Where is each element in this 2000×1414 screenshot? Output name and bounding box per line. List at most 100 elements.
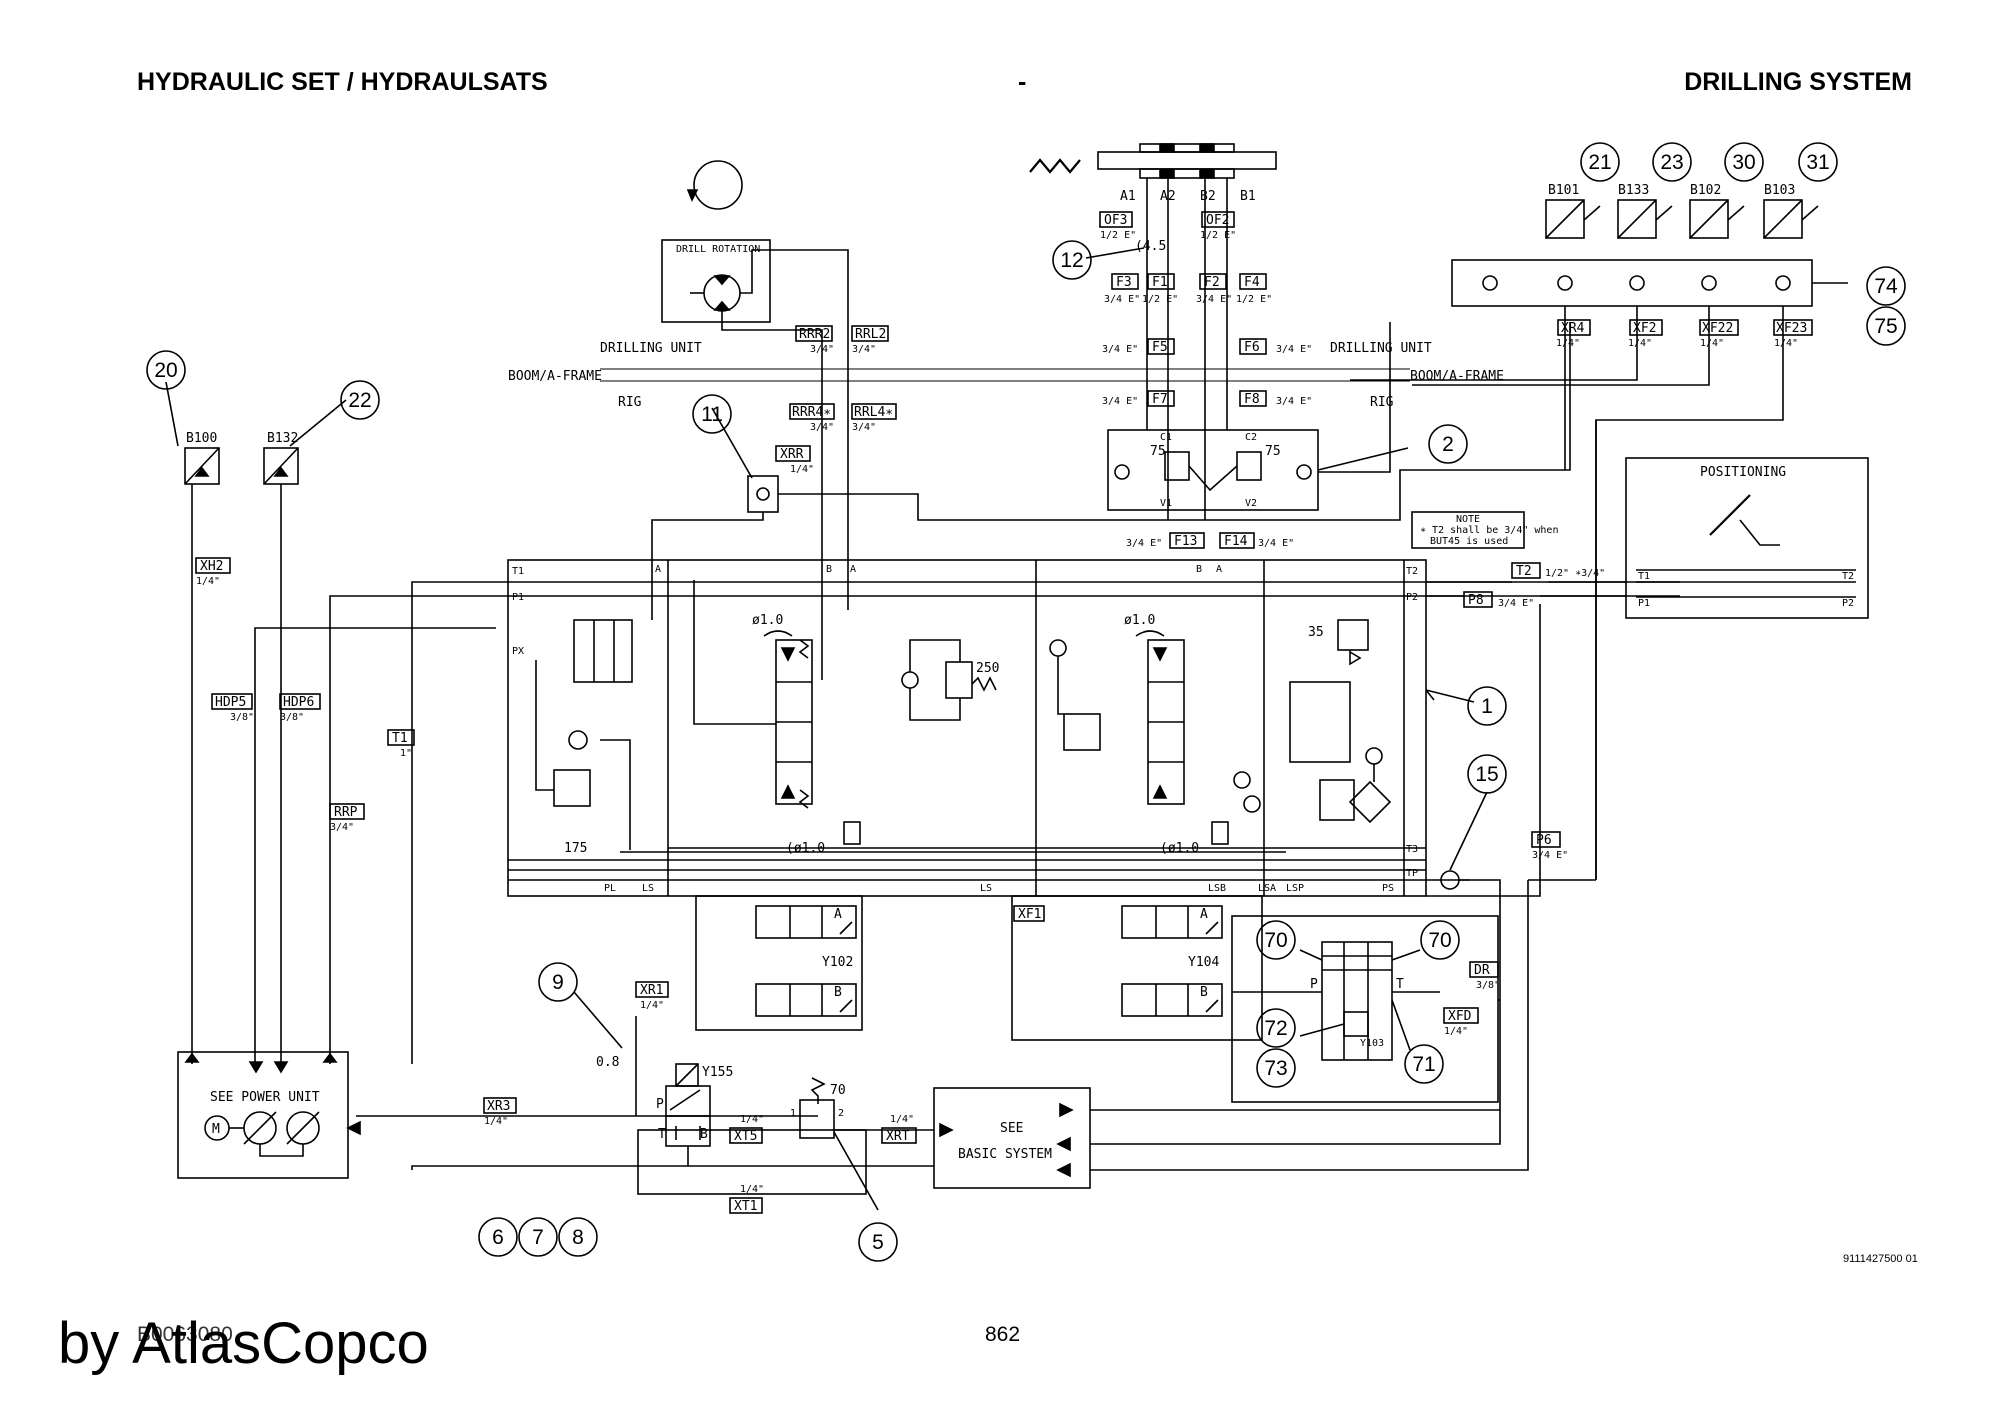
line-tag-box xyxy=(1463,591,1493,608)
line-tag-box xyxy=(1531,831,1561,848)
line-tag: HDP6 xyxy=(283,695,314,710)
note-line: BUT45 is used xyxy=(1430,536,1508,547)
solenoid-label: Y102 xyxy=(822,955,853,970)
port-label: P xyxy=(656,1097,664,1112)
line-size: 3/4 E" xyxy=(1258,538,1294,549)
line-size: 1/4" xyxy=(1628,338,1652,349)
line-tag: XFD xyxy=(1448,1009,1472,1024)
line-tag: XT1 xyxy=(734,1199,757,1214)
callout-circle xyxy=(1428,424,1468,464)
line-size: 3/4 E" xyxy=(1532,850,1568,861)
callout-number: 15 xyxy=(1475,763,1498,786)
callout-circle xyxy=(692,394,732,434)
relief-setting: 75 xyxy=(1150,444,1166,459)
zone-label-rig: RIG xyxy=(1370,395,1394,410)
callout-circle xyxy=(1724,142,1764,182)
line-size: 1/2" ∗3/4" xyxy=(1545,568,1605,579)
line-size: 3/8" xyxy=(280,712,304,723)
zigzag-icon xyxy=(1029,158,1081,174)
port-label: LSP xyxy=(1286,883,1304,894)
header-separator: - xyxy=(1018,68,1027,96)
port-label: 1 xyxy=(790,1108,796,1119)
callout-circle xyxy=(478,1217,518,1257)
line-tag: RRL4∗ xyxy=(854,405,893,420)
orifice-setting: 0.8 xyxy=(596,1055,619,1070)
positioning-label: POSITIONING xyxy=(1700,465,1786,480)
line-size: 1/2 E" xyxy=(1142,294,1178,305)
line-size: 1/4" xyxy=(1774,338,1798,349)
basic-system-label: SEE xyxy=(1000,1121,1023,1136)
line-size: 1/4" xyxy=(1700,338,1724,349)
line-tag-box xyxy=(881,1127,917,1144)
port-label: V2 xyxy=(1245,498,1257,509)
line-size: 3/4 E" xyxy=(1276,396,1312,407)
line-tag-box xyxy=(851,403,897,420)
line-tag: F1 xyxy=(1152,275,1168,290)
line-size: 3/4" xyxy=(852,422,876,433)
port-label: PX xyxy=(512,646,524,657)
line-tag-box xyxy=(1239,338,1267,355)
rotation-direction-icon xyxy=(686,160,743,210)
solenoid-valve-y155 xyxy=(665,1085,711,1117)
line-tag-box xyxy=(1147,390,1175,407)
port-label: V1 xyxy=(1160,498,1172,509)
drawing-id: 9111427500 01 xyxy=(1843,1253,1918,1265)
line-tag-box xyxy=(1557,319,1591,336)
callout-circle xyxy=(1420,920,1460,960)
callout-circle xyxy=(146,350,186,390)
line-size: 1/4" xyxy=(1556,338,1580,349)
solenoid-port: B xyxy=(834,985,842,1000)
callout-circle xyxy=(558,1217,598,1257)
zone-label-drilling-unit: DRILLING UNIT xyxy=(1330,341,1432,356)
port-label: A2 xyxy=(1160,189,1176,204)
line-tag: XF2 xyxy=(1633,321,1656,336)
port-label: P1 xyxy=(1638,598,1650,609)
relief-setting: 250 xyxy=(976,661,999,676)
line-size: 1/4" xyxy=(196,576,220,587)
callout-circle xyxy=(1652,142,1692,182)
line-tag: XF23 xyxy=(1776,321,1807,336)
port-label: LS xyxy=(642,883,654,894)
line-tag-box xyxy=(789,403,835,420)
port-label: T3 xyxy=(1406,844,1418,855)
line-size: 3/4 E" xyxy=(1126,538,1162,549)
line-tag: F5 xyxy=(1152,340,1168,355)
port-label: P2 xyxy=(1406,592,1418,603)
callout-number: 6 xyxy=(492,1226,504,1249)
line-tag-box xyxy=(1699,319,1739,336)
line-tag: HDP5 xyxy=(215,695,246,710)
line-tag: XR1 xyxy=(640,983,663,998)
sensor-label: B101 xyxy=(1548,183,1579,198)
line-tag-box xyxy=(1469,961,1499,978)
note-box xyxy=(1411,511,1525,549)
line-size: 1/2 E" xyxy=(1100,230,1136,241)
line-tag-box xyxy=(1219,532,1255,549)
solenoid-label: Y103 xyxy=(1360,1038,1384,1049)
port-label: B2 xyxy=(1200,189,1216,204)
callout-number: 9 xyxy=(552,971,564,994)
orifice-setting: (ø1.0 xyxy=(786,841,825,856)
orifice-setting: (4.5 xyxy=(1135,239,1166,254)
line-tag: OF2 xyxy=(1206,213,1229,228)
callout-number: 2 xyxy=(1442,433,1454,456)
port-label: B1 xyxy=(1240,189,1256,204)
shuttle-valve-11 xyxy=(747,475,779,513)
line-tag-box xyxy=(1147,273,1175,290)
line-tag-box xyxy=(1511,562,1541,579)
main-valve-block-1 xyxy=(507,559,1427,897)
callout-circle xyxy=(538,962,578,1002)
port-label: B xyxy=(826,564,832,575)
callout-number: 21 xyxy=(1588,151,1611,174)
solenoid-port: A xyxy=(834,907,842,922)
line-tag-box xyxy=(1013,905,1045,922)
callout-number: 8 xyxy=(572,1226,584,1249)
note-line: ∗ T2 shall be 3/4" when xyxy=(1420,525,1558,536)
callout-number: 11 xyxy=(701,403,723,426)
port-label: T2 xyxy=(1406,566,1418,577)
line-size: 3/4" xyxy=(330,822,354,833)
sensor-row xyxy=(1350,199,1848,880)
basic-system-label: BASIC SYSTEM xyxy=(958,1147,1052,1162)
line-size: 3/4 E" xyxy=(1102,396,1138,407)
callout-number: 72 xyxy=(1264,1017,1287,1040)
counterbalance-block-2 xyxy=(1107,429,1319,511)
